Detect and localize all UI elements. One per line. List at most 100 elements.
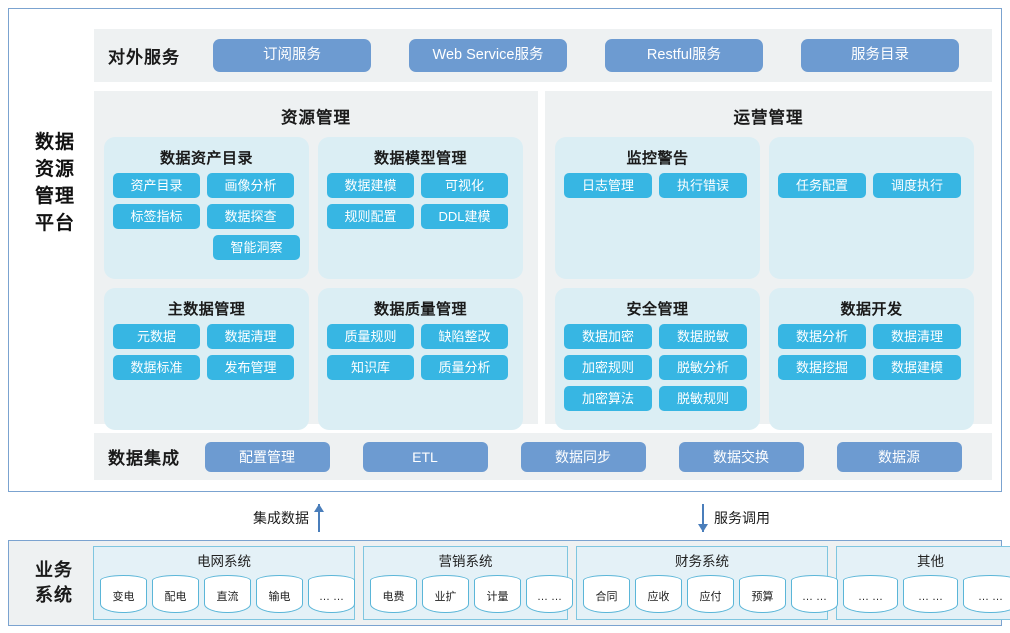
platform-title-line: 资源 — [34, 159, 75, 180]
card-title: 主数据管理 — [167, 301, 246, 318]
chip-data-analysis[interactable]: 数据分析 — [778, 324, 866, 349]
integration-button-exchange[interactable]: 数据交换 — [678, 441, 804, 472]
chip-task-config[interactable]: 任务配置 — [778, 173, 866, 198]
integration-button-etl[interactable]: ETL — [362, 441, 488, 472]
chip-quality-rule[interactable]: 质量规则 — [327, 324, 414, 349]
chip-knowledge-base[interactable]: 知识库 — [327, 355, 414, 380]
service-button-subscription[interactable]: 订阅服务 — [213, 39, 371, 72]
database-label: 变电 — [112, 591, 135, 603]
chip-masking-analysis[interactable]: 脱敏分析 — [659, 355, 747, 380]
database-icon[interactable]: 直流 — [204, 575, 251, 613]
database-label: … … — [801, 591, 828, 603]
chip-encryption-algorithm[interactable]: 加密算法 — [564, 386, 652, 411]
connector-label: 服务调用 — [714, 510, 770, 526]
business-systems-title: 业务 系统 — [15, 558, 93, 608]
database-label: … … — [318, 591, 345, 603]
card-title: 数据模型管理 — [373, 150, 467, 167]
chip-execution-error[interactable]: 执行错误 — [659, 173, 747, 198]
platform-title-line: 平台 — [34, 213, 75, 234]
chip-data-masking[interactable]: 数据脱敏 — [659, 324, 747, 349]
database-icon[interactable]: … … — [963, 575, 1010, 613]
integration-button-datasource[interactable]: 数据源 — [836, 441, 962, 472]
card-title: 数据质量管理 — [373, 301, 467, 318]
business-systems-title-line: 系统 — [35, 585, 73, 605]
card-task-scheduling: 任务配置 调度执行 — [769, 137, 974, 279]
database-icon[interactable]: 合同 — [583, 575, 630, 613]
chip-visualization[interactable]: 可视化 — [421, 173, 508, 198]
chip-data-modeling-dev[interactable]: 数据建模 — [873, 355, 961, 380]
group-title: 其他 — [917, 554, 944, 569]
card-chips: 任务配置 调度执行 — [778, 173, 965, 198]
arrow-up-icon — [314, 504, 325, 532]
chip-schedule-execution[interactable]: 调度执行 — [873, 173, 961, 198]
chip-log-management[interactable]: 日志管理 — [564, 173, 652, 198]
database-icon[interactable]: … … — [843, 575, 898, 613]
chip-portrait-analysis[interactable]: 画像分析 — [207, 173, 294, 198]
card-data-model-management: 数据模型管理 数据建模 可视化 规则配置 DDL建模 — [318, 137, 523, 279]
database-icon[interactable]: … … — [791, 575, 838, 613]
business-group-other: 其他 … … … … … … — [836, 546, 1010, 620]
database-icon[interactable]: 应收 — [635, 575, 682, 613]
database-label: … … — [536, 591, 563, 603]
card-master-data-management: 主数据管理 元数据 数据清理 数据标准 发布管理 — [104, 288, 309, 430]
service-button-restful[interactable]: Restful服务 — [605, 39, 763, 72]
card-title: 数据资产目录 — [159, 150, 253, 167]
panel-cards: 监控警告 日志管理 执行错误 任务配置 调度执行 — [555, 137, 982, 430]
database-icon[interactable]: 应付 — [687, 575, 734, 613]
group-title: 电网系统 — [197, 554, 251, 569]
database-label: 应付 — [699, 591, 722, 603]
card-chips: 日志管理 执行错误 — [564, 173, 751, 198]
data-integration-title: 数据集成 — [108, 449, 180, 468]
connector-service-invoke: 服务调用 — [698, 504, 770, 532]
database-icon[interactable]: 业扩 — [422, 575, 469, 613]
chip-data-cleansing[interactable]: 数据清理 — [207, 324, 294, 349]
chip-data-encryption[interactable]: 数据加密 — [564, 324, 652, 349]
database-label: 计量 — [486, 591, 509, 603]
chip-data-exploration[interactable]: 数据探查 — [207, 204, 294, 229]
card-chips: 数据加密 数据脱敏 加密规则 脱敏分析 加密算法 脱敏规则 — [564, 324, 751, 411]
service-button-catalog[interactable]: 服务目录 — [801, 39, 959, 72]
chip-metadata[interactable]: 元数据 — [113, 324, 200, 349]
card-security-management: 安全管理 数据加密 数据脱敏 加密规则 脱敏分析 加密算法 脱敏规则 — [555, 288, 760, 430]
database-icon[interactable]: 预算 — [739, 575, 786, 613]
database-icon[interactable]: … … — [903, 575, 958, 613]
platform-content: 对外服务 订阅服务 Web Service服务 Restful服务 服务目录 资… — [94, 21, 992, 480]
panel-cards: 数据资产目录 资产目录 画像分析 标签指标 数据探查 智能洞察 数据模型管理 — [104, 137, 528, 430]
platform-title-line: 数据 — [34, 132, 75, 153]
arrow-down-icon — [698, 504, 709, 532]
database-icon[interactable]: 电费 — [370, 575, 417, 613]
card-title: 安全管理 — [626, 301, 689, 318]
database-label: 合同 — [595, 591, 618, 603]
card-monitoring-alert: 监控警告 日志管理 执行错误 — [555, 137, 760, 279]
chip-data-standard[interactable]: 数据标准 — [113, 355, 200, 380]
service-button-webservice[interactable]: Web Service服务 — [409, 39, 567, 72]
chip-data-cleansing-dev[interactable]: 数据清理 — [873, 324, 961, 349]
chip-intelligent-insight[interactable]: 智能洞察 — [213, 235, 300, 260]
integration-button-config[interactable]: 配置管理 — [204, 441, 330, 472]
database-list: … … … … … … — [843, 572, 1010, 615]
chip-defect-rectification[interactable]: 缺陷整改 — [421, 324, 508, 349]
database-icon[interactable]: … … — [526, 575, 573, 613]
chip-tag-indicator[interactable]: 标签指标 — [113, 204, 200, 229]
connector-integrate-data: 集成数据 — [253, 504, 325, 532]
database-icon[interactable]: 配电 — [152, 575, 199, 613]
chip-masking-rule[interactable]: 脱敏规则 — [659, 386, 747, 411]
platform-title: 数据 资源 管理 平台 — [19, 129, 91, 237]
integration-button-sync[interactable]: 数据同步 — [520, 441, 646, 472]
chip-ddl-modeling[interactable]: DDL建模 — [421, 204, 508, 229]
chip-data-modeling[interactable]: 数据建模 — [327, 173, 414, 198]
chip-publish-management[interactable]: 发布管理 — [207, 355, 294, 380]
chip-data-mining[interactable]: 数据挖掘 — [778, 355, 866, 380]
database-icon[interactable]: 计量 — [474, 575, 521, 613]
chip-rule-config[interactable]: 规则配置 — [327, 204, 414, 229]
database-icon[interactable]: … … — [308, 575, 355, 613]
database-list: 电费 业扩 计量 … … — [370, 572, 573, 615]
database-label: 预算 — [751, 591, 774, 603]
chip-encryption-rule[interactable]: 加密规则 — [564, 355, 652, 380]
database-icon[interactable]: 输电 — [256, 575, 303, 613]
database-icon[interactable]: 变电 — [100, 575, 147, 613]
chip-quality-analysis[interactable]: 质量分析 — [421, 355, 508, 380]
chip-asset-catalog[interactable]: 资产目录 — [113, 173, 200, 198]
business-systems-frame: 业务 系统 电网系统 变电 配电 直流 输电 … … 营销系统 电费 业扩 — [8, 540, 1010, 626]
